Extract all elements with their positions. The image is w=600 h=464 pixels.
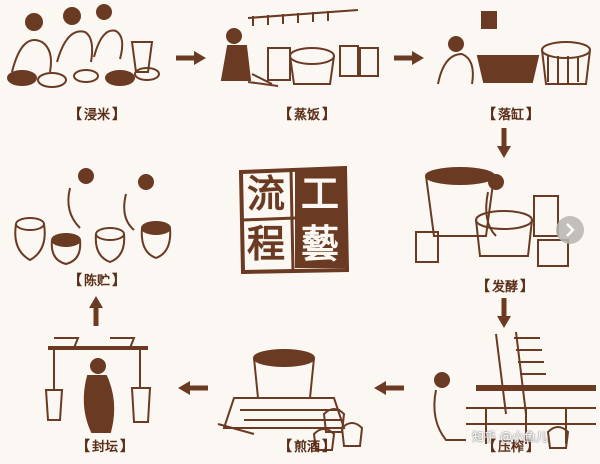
arrow-right-icon — [394, 51, 424, 65]
press-illustration — [433, 331, 596, 449]
soak-rice-illustration — [7, 4, 160, 88]
seal-char-yi: 藝 — [300, 221, 339, 266]
next-image-button[interactable] — [556, 216, 584, 244]
step-label-soak: 【浸米】 — [67, 107, 126, 123]
watermark: 知乎 @小鱼儿 — [472, 430, 548, 444]
step-label-decoct: 【煎酒】 — [277, 439, 336, 455]
arrow-up-icon — [89, 296, 103, 326]
vat-illustration — [437, 11, 591, 85]
storage-illustration — [14, 168, 172, 266]
seal-char-gong: 工 — [300, 171, 339, 216]
arrow-left-icon — [178, 381, 208, 395]
step-label-vat: 【落缸】 — [481, 107, 540, 123]
arrow-right-icon — [176, 51, 206, 65]
chevron-right-icon — [566, 223, 575, 237]
arrow-down-icon — [497, 298, 511, 328]
step-label-press: 【压榨】 — [481, 439, 540, 455]
ferment-illustration — [415, 167, 569, 267]
seal-frame — [238, 166, 349, 274]
arrow-left-icon — [374, 381, 404, 395]
seal-char-cheng: 程 — [246, 221, 285, 266]
step-label-store: 【陈贮】 — [67, 273, 126, 289]
step-label-steam: 【蒸饭】 — [277, 107, 336, 123]
arrow-down-icon — [497, 128, 511, 158]
step-label-ferment: 【发酵】 — [475, 279, 534, 295]
steam-rice-illustration — [220, 9, 379, 87]
process-seal: 流 工 程 藝 — [237, 166, 349, 274]
seal-char-liu: 流 — [246, 171, 285, 216]
step-label-seal: 【封坛】 — [75, 439, 134, 455]
seal-jar-illustration — [44, 337, 152, 433]
decoct-illustration — [217, 349, 364, 451]
